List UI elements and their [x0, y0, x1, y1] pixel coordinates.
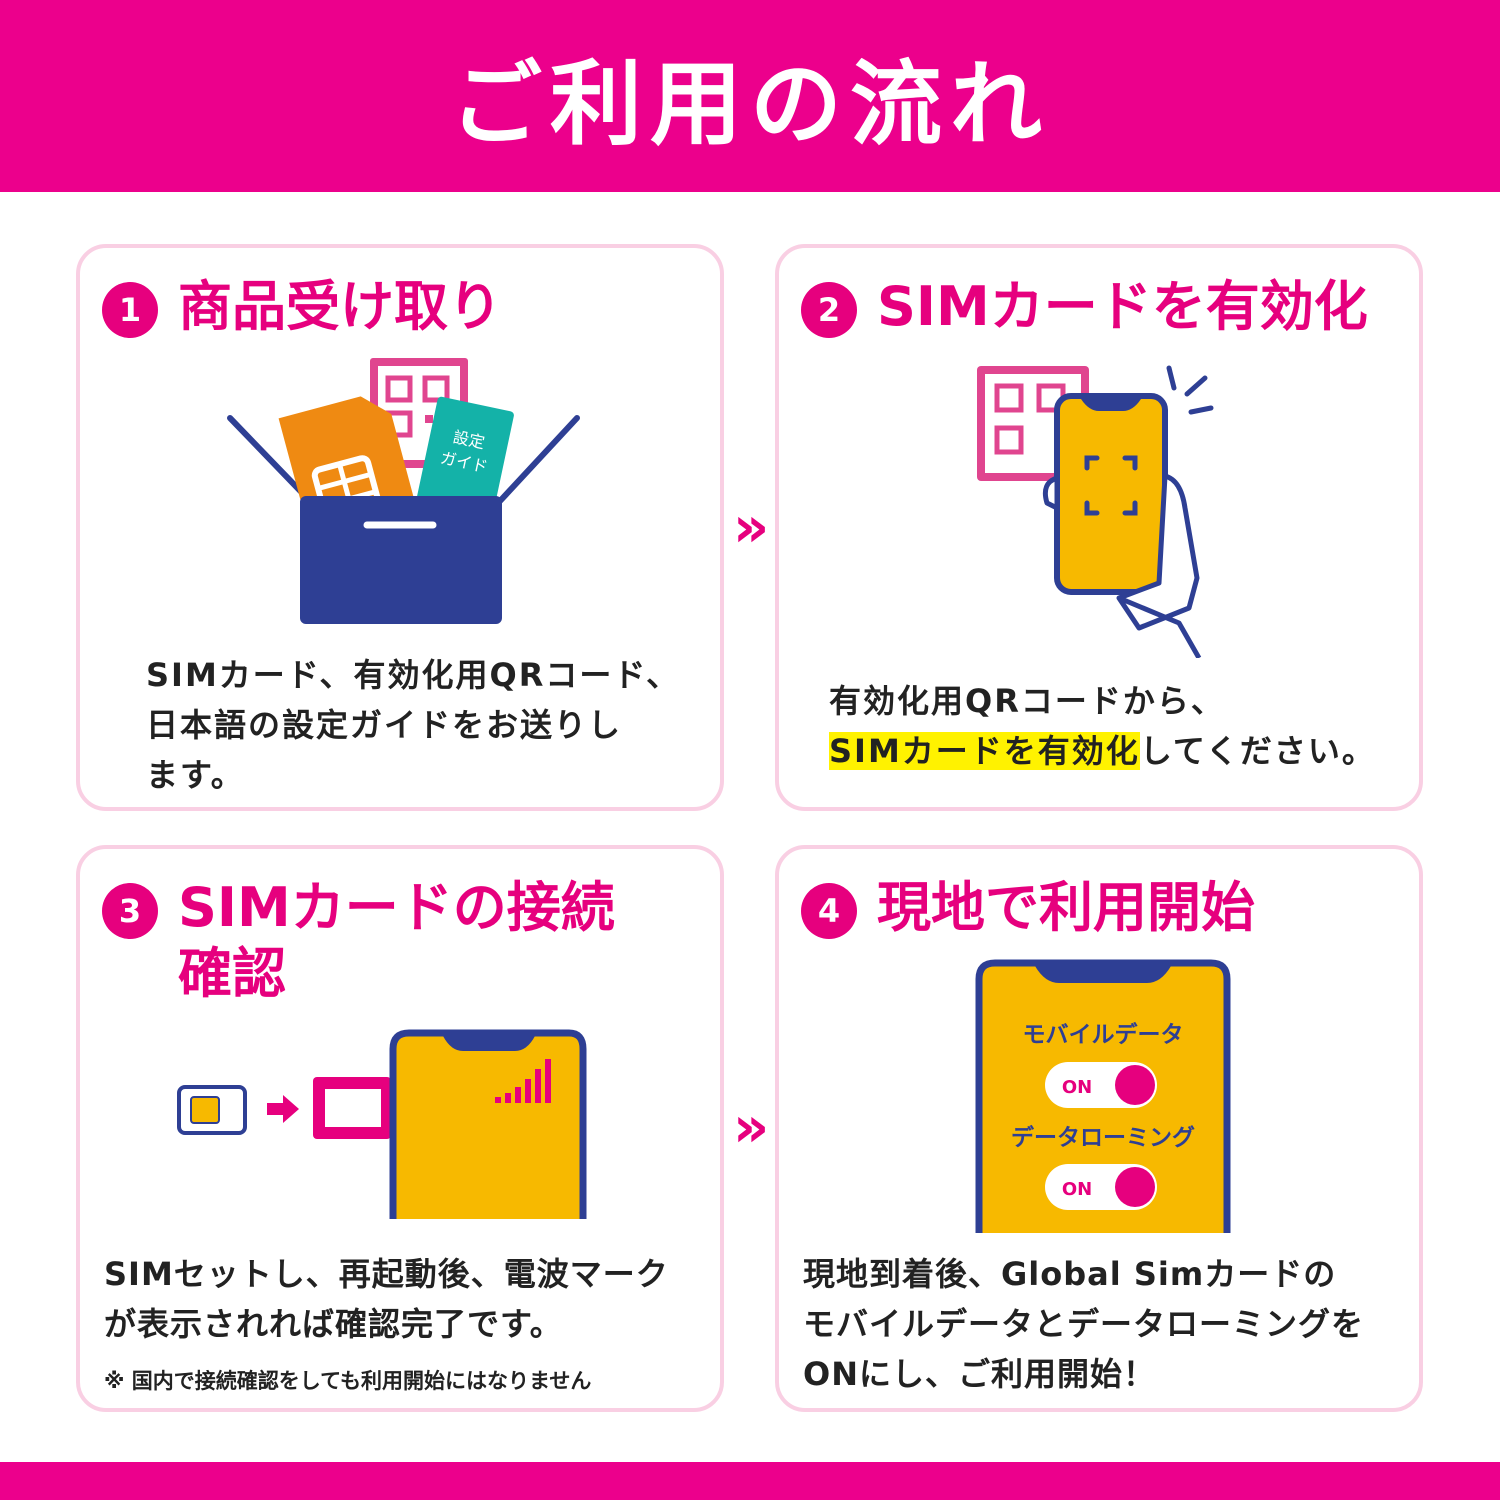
step-heading: 1 商品受け取り	[102, 274, 502, 340]
page-title: ご利用の流れ	[449, 50, 1050, 158]
scan-qr-illustration	[977, 365, 1214, 658]
mobile-data-toggle[interactable]: ON	[1045, 1062, 1157, 1108]
step-number-badge: 1	[102, 282, 158, 338]
step-heading: 2 SIMカードを有効化	[801, 274, 1368, 340]
header-banner: ご利用の流れ	[0, 0, 1500, 192]
step-description: SIMカード、有効化用QRコード、 日本語の設定ガイドをお送りし ます。	[146, 656, 681, 794]
next-step-arrow: »	[733, 1095, 770, 1160]
svg-text:ON: ON	[1062, 1077, 1092, 1098]
arrow-right-icon	[267, 1095, 299, 1123]
hand-icon	[1042, 473, 1202, 658]
data-roaming-label: データローミング	[1011, 1124, 1195, 1151]
package-illustration: 設定 ガイド	[227, 358, 580, 624]
sim-card-icon	[177, 1085, 247, 1135]
setup-guide-card-icon: 設定 ガイド	[415, 396, 514, 524]
notification-sparkle-icon	[1166, 365, 1214, 415]
mobile-data-label: モバイルデータ	[1023, 1021, 1184, 1048]
step-description: SIMセットし、再起動後、電波マーク が表示されれば確認完了です。	[104, 1255, 669, 1343]
step-heading: 4 現地で利用開始	[801, 875, 1255, 941]
note-text: ※ 国内で接続確認をしても利用開始にはなりません	[104, 1369, 592, 1393]
footer-bar	[0, 1462, 1500, 1500]
step-card-3: 3 SIMカードの接続確認 SIMセットし、再起動後、電波マーク が表	[76, 845, 724, 1412]
step-card-4: 4 現地で利用開始 モバイルデータ ON データローミング ON 現地到着後、G…	[775, 845, 1423, 1412]
step-heading: 3 SIMカードの接続確認	[102, 875, 648, 1007]
step-title: SIMカードの接続確認	[178, 876, 615, 1005]
box-icon	[300, 496, 502, 624]
smartphone-icon	[389, 1029, 587, 1219]
insert-sim-illustration	[177, 1029, 587, 1219]
step-title: 商品受け取り	[178, 275, 502, 338]
data-roaming-toggle[interactable]: ON	[1045, 1164, 1157, 1210]
step-card-2: 2 SIMカードを有効化	[775, 244, 1423, 811]
signal-strength-icon	[495, 1059, 551, 1103]
step-card-1: 1 商品受け取り 設定 ガイド	[76, 244, 724, 811]
highlighted-text: SIMカードを有効化	[829, 732, 1140, 770]
step-number-badge: 3	[102, 883, 158, 939]
phone-settings-illustration: モバイルデータ ON データローミング ON	[975, 959, 1231, 1233]
step-description: 有効化用QRコードから、 SIMカードを有効化してください。	[829, 682, 1376, 770]
step-title: SIMカードを有効化	[877, 275, 1368, 338]
smartphone-icon	[1054, 393, 1168, 595]
step-number-badge: 2	[801, 282, 857, 338]
step-number-badge: 4	[801, 883, 857, 939]
sim-tray-icon	[313, 1077, 391, 1139]
step-description: 現地到着後、Global Simカードの モバイルデータとデータローミングを O…	[803, 1255, 1365, 1393]
step-title: 現地で利用開始	[877, 876, 1255, 939]
svg-text:ON: ON	[1062, 1179, 1092, 1200]
next-step-arrow: »	[733, 495, 770, 560]
